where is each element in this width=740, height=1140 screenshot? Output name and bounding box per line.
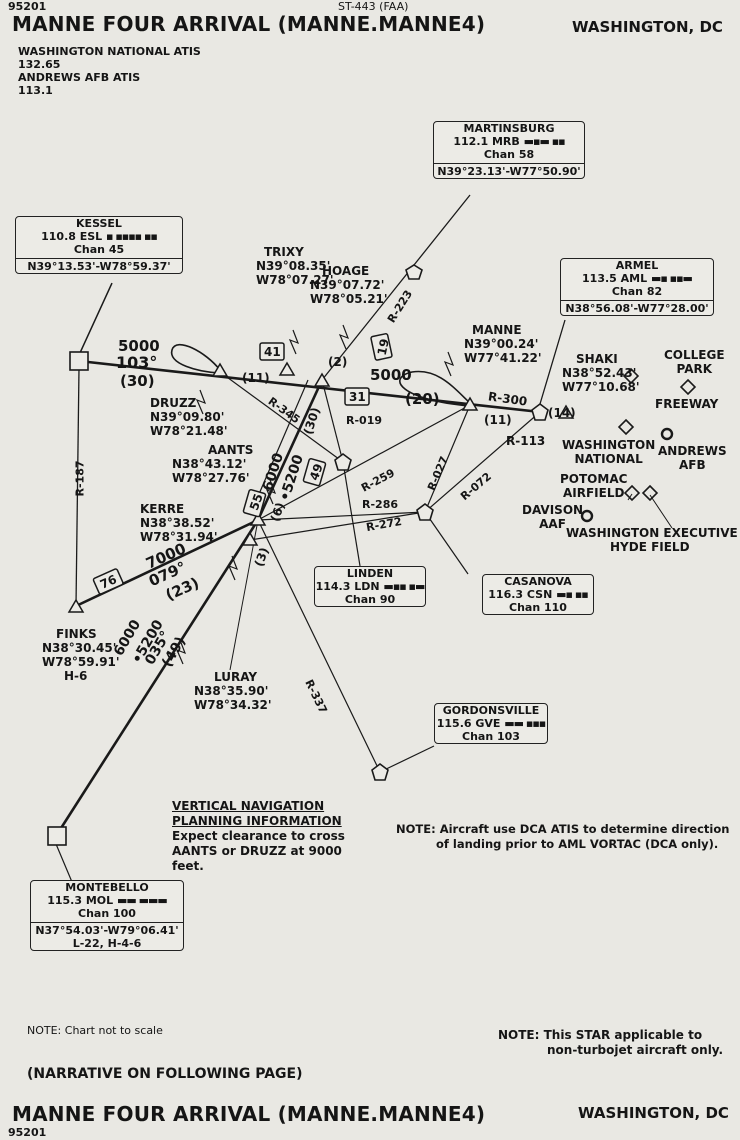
footer-code: 95201 (8, 1126, 47, 1139)
scale-note: NOTE: Chart not to scale (27, 1024, 163, 1037)
course-103: 103° (116, 353, 158, 372)
chart-code-top: 95201 (8, 0, 47, 13)
linden-vortac-icon (334, 453, 352, 471)
kessel-vortac-icon (69, 351, 89, 371)
washington-national-airport-icon (617, 418, 635, 436)
martinsburg-vortac-icon (405, 264, 423, 280)
hoage-fix-icon (313, 372, 331, 387)
route-kessel-shaki (78, 359, 541, 414)
washington-executive-airport-icon (641, 484, 659, 502)
dist-2: (2) (328, 355, 348, 369)
atis-wash-label: WASHINGTON NATIONAL ATIS (18, 45, 201, 58)
finks-fix-icon (67, 598, 85, 613)
dist-11-b: (11) (484, 413, 512, 427)
andrews-afb-icon (660, 427, 674, 441)
shaki-fix-icon (557, 404, 575, 419)
vnav-note: VERTICAL NAVIGATION PLANNING INFORMATION… (172, 799, 345, 873)
trixy-fix-icon (278, 361, 296, 376)
potomac-airfield-label: POTOMAC AIRFIELD (560, 472, 628, 500)
montebello-vortac-icon (47, 826, 67, 846)
trixy-fix-label: TRIXY N39°08.35' W78°07.27' (256, 245, 334, 287)
armel-vortac-icon (531, 403, 549, 421)
city-label: WASHINGTON, DC (572, 18, 723, 36)
martinsburg-navaid-box: MARTINSBURG 112.1 MRB ▬▪▬ ▪▪ Chan 58 N39… (433, 121, 585, 179)
atis-wash-freq: 132.65 (18, 58, 61, 71)
luray-fix-label: LURAY N38°35.90' W78°34.32' (194, 670, 272, 712)
freeway-airport-icon (679, 378, 697, 396)
chart-title: MANNE FOUR ARRIVAL (MANNE.MANNE4) (12, 12, 486, 36)
manne-fix-label: MANNE N39°00.24' W77°41.22' (464, 323, 542, 365)
shaki-fix-label: SHAKI N38°52.43' W77°10.68' (562, 352, 640, 394)
college-park-airport-icon (622, 367, 640, 385)
college-park-label: COLLEGE PARK (664, 348, 725, 376)
dist-11-a: (11) (242, 371, 270, 385)
r286-label: R-286 (362, 498, 398, 511)
montebello-navaid-box: MONTEBELLO 115.3 MOL ▬▬ ▬▬▬ Chan 100 N37… (30, 880, 184, 951)
freeway-label: FREEWAY (655, 397, 719, 411)
finks-fix-label: FINKS N38°30.45' W78°59.91' H-6 (42, 627, 120, 683)
dist-14: (14) (548, 406, 576, 420)
r187-label: R-187 (73, 460, 87, 497)
kerre-fix-label: KERRE N38°38.52' W78°31.94' (140, 502, 218, 544)
alt-5000-b: 5000 (370, 366, 412, 384)
atis-block: WASHINGTON NATIONAL ATIS 132.65 ANDREWS … (18, 45, 201, 97)
seg-31: 31 (349, 390, 366, 404)
r113-label: R-113 (506, 434, 546, 448)
dist-20: (20) (405, 390, 440, 408)
casanova-vortac-icon (416, 503, 434, 521)
alt-5000-a: 5000 (118, 337, 160, 355)
gordonsville-vortac-icon (371, 763, 389, 781)
manne-fix-icon (461, 396, 479, 411)
footer-city: WASHINGTON, DC (578, 1104, 729, 1122)
linden-navaid-box: LINDEN 114.3 LDN ▬▪▪ ▪▬ Chan 90 (314, 566, 426, 607)
star-note: NOTE: This STAR applicable to non-turboj… (498, 1028, 724, 1057)
kerre-fix-icon (249, 511, 267, 526)
atis-andrews-freq: 113.1 (18, 84, 53, 97)
aants-fix-label: AANTS N38°43.12' W78°27.76' (172, 443, 254, 485)
hoage-fix-label: HOAGE N39°07.72' W78°05.21' (310, 264, 388, 306)
agency-label: ST-443 (FAA) (338, 0, 409, 13)
druzz-fix-label: DRUZZ N39°09.80' W78°21.48' (150, 396, 228, 438)
kessel-navaid-box: KESSEL 110.8 ESL ▪ ▪▪▪▪ ▪▪ Chan 45 N39°1… (15, 216, 183, 274)
casanova-navaid-box: CASANOVA 116.3 CSN ▬▪ ▪▪ Chan 110 (482, 574, 594, 615)
davison-aaf-icon (580, 509, 594, 523)
narrative-note: (NARRATIVE ON FOLLOWING PAGE) (27, 1066, 303, 1082)
gordonsville-navaid-box: GORDONSVILLE 115.6 GVE ▬▬ ▪▪▪ Chan 103 (434, 703, 548, 744)
seg-41: 41 (264, 345, 281, 359)
davison-aaf-label: DAVISON AAF (522, 503, 584, 531)
druzz-fix-icon (211, 362, 229, 377)
footer-title: MANNE FOUR ARRIVAL (MANNE.MANNE4) (12, 1102, 486, 1126)
atis-note: NOTE: Aircraft use DCA ATIS to determine… (396, 822, 730, 851)
r019-label: R-019 (346, 414, 382, 427)
dist-30-a: (30) (120, 372, 155, 390)
aants-fix-icon (241, 531, 259, 546)
potomac-airfield-icon (623, 484, 641, 502)
andrews-afb-label: ANDREWS AFB (658, 444, 727, 472)
atis-andrews-label: ANDREWS AFB ATIS (18, 71, 141, 84)
washington-executive-label: WASHINGTON EXECUTIVE HYDE FIELD (566, 526, 738, 554)
armel-navaid-box: ARMEL 113.5 AML ▬▪ ▪▪▬ Chan 82 N38°56.08… (560, 258, 714, 316)
washington-national-label: WASHINGTON NATIONAL (562, 438, 656, 466)
